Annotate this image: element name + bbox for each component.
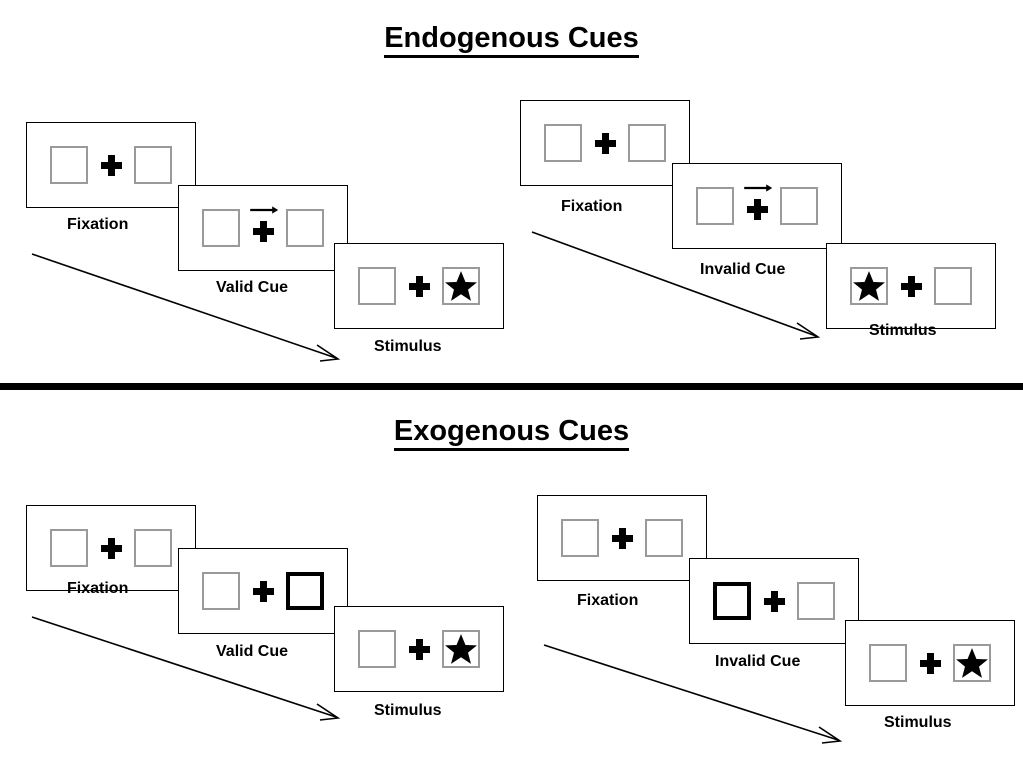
label-exogenous-valid-fixation: Fixation: [67, 580, 129, 597]
frame-exogenous-invalid-stimulus: [845, 620, 1015, 706]
label-exogenous-invalid-cue: Invalid Cue: [715, 653, 801, 670]
section-title-exogenous: Exogenous Cues: [0, 415, 1023, 451]
right-box: [134, 146, 172, 184]
frame-exogenous-invalid-cue: [689, 558, 859, 644]
fixation-slot: [396, 264, 442, 308]
time-flow-arrow-icon: [31, 253, 341, 362]
label-endogenous-invalid-stimulus: Stimulus: [869, 322, 937, 339]
star-icon: [853, 271, 885, 301]
section-title-exogenous-text: Exogenous Cues: [393, 415, 630, 451]
plus-icon: [900, 275, 922, 297]
label-endogenous-valid-stimulus: Stimulus: [374, 338, 442, 355]
frame-exogenous-invalid-fixation: [537, 495, 707, 581]
label-exogenous-invalid-stimulus: Stimulus: [884, 714, 952, 731]
plus-icon: [408, 275, 430, 297]
arrow-right-icon: [744, 184, 773, 192]
frame-endogenous-valid-fixation: [26, 122, 196, 208]
left-box: [202, 572, 240, 610]
fixation-slot: [240, 569, 286, 613]
left-box: [358, 630, 396, 668]
star-icon: [445, 634, 477, 664]
time-flow-arrow-icon: [31, 616, 341, 721]
right-box: [780, 187, 818, 225]
label-endogenous-invalid-fixation: Fixation: [561, 198, 623, 215]
left-box: [696, 187, 734, 225]
fixation-slot: [88, 143, 134, 187]
fixation-slot: [88, 526, 134, 570]
right-box-cued: [286, 572, 324, 610]
time-flow-arrow-icon: [531, 231, 821, 340]
right-box: [628, 124, 666, 162]
plus-icon: [746, 199, 768, 220]
left-box: [544, 124, 582, 162]
plus-icon: [611, 527, 633, 549]
left-box: [50, 146, 88, 184]
right-box: [286, 209, 324, 247]
label-exogenous-valid-stimulus: Stimulus: [374, 702, 442, 719]
right-box: [442, 267, 480, 305]
frame-exogenous-valid-stimulus: [334, 606, 504, 692]
time-flow-arrow-icon: [543, 644, 843, 744]
left-box: [869, 644, 907, 682]
label-endogenous-invalid-cue: Invalid Cue: [700, 261, 786, 278]
left-box: [561, 519, 599, 557]
left-box: [50, 529, 88, 567]
frame-endogenous-invalid-stimulus: [826, 243, 996, 329]
fixation-slot: [396, 627, 442, 671]
arrow-right-icon: [250, 206, 279, 214]
right-box: [442, 630, 480, 668]
fixation-slot: [751, 579, 797, 623]
plus-icon: [252, 221, 274, 242]
fixation-slot: [240, 206, 286, 250]
label-exogenous-invalid-fixation: Fixation: [577, 592, 639, 609]
frame-exogenous-valid-fixation: [26, 505, 196, 591]
section-title-endogenous: Endogenous Cues: [0, 22, 1023, 58]
fixation-slot: [599, 516, 645, 560]
label-endogenous-valid-fixation: Fixation: [67, 216, 129, 233]
right-box: [934, 267, 972, 305]
frame-exogenous-valid-cue: [178, 548, 348, 634]
fixation-slot: [734, 184, 780, 228]
star-icon: [445, 271, 477, 301]
label-endogenous-valid-cue: Valid Cue: [216, 279, 289, 296]
right-box: [797, 582, 835, 620]
frame-endogenous-invalid-fixation: [520, 100, 690, 186]
plus-icon: [594, 132, 616, 154]
left-box-cued: [713, 582, 751, 620]
frame-endogenous-valid-cue: [178, 185, 348, 271]
label-exogenous-valid-cue: Valid Cue: [216, 643, 289, 660]
right-box: [953, 644, 991, 682]
left-box: [850, 267, 888, 305]
frame-endogenous-invalid-cue: [672, 163, 842, 249]
section-title-endogenous-text: Endogenous Cues: [384, 22, 639, 58]
left-box: [202, 209, 240, 247]
right-box: [645, 519, 683, 557]
plus-icon: [100, 154, 122, 176]
plus-icon: [100, 537, 122, 559]
fixation-slot: [907, 641, 953, 685]
plus-icon: [408, 638, 430, 660]
frame-endogenous-valid-stimulus: [334, 243, 504, 329]
left-box: [358, 267, 396, 305]
section-divider: [0, 383, 1023, 390]
fixation-slot: [582, 121, 628, 165]
fixation-slot: [888, 264, 934, 308]
plus-icon: [763, 590, 785, 612]
plus-icon: [252, 580, 274, 602]
plus-icon: [919, 652, 941, 674]
right-box: [134, 529, 172, 567]
star-icon: [956, 648, 988, 678]
